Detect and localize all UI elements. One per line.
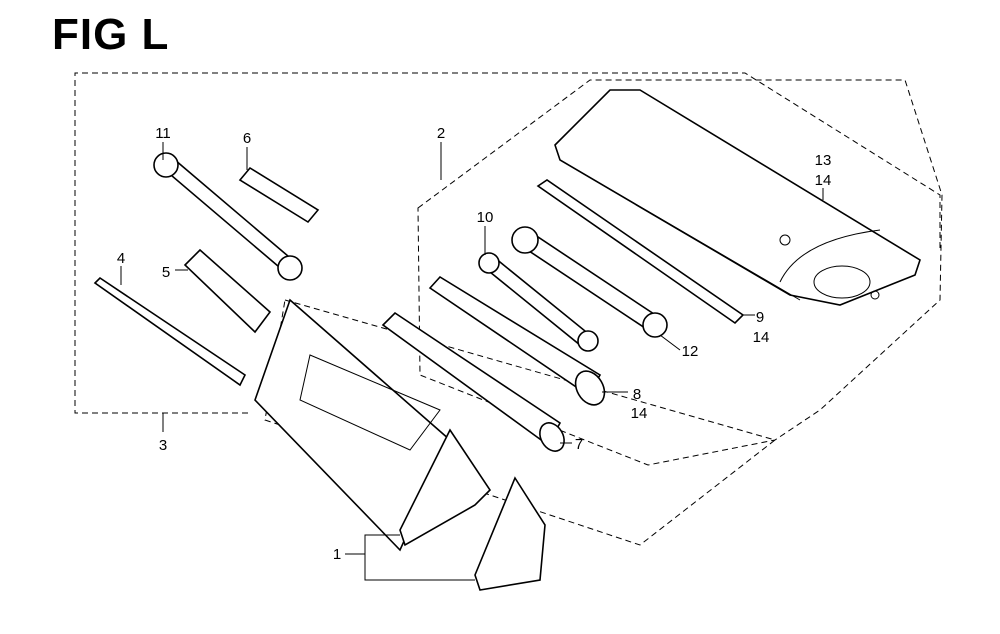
callout-10: 10 <box>477 209 494 226</box>
callout-8: 8 <box>633 386 641 403</box>
callout-4: 4 <box>117 250 125 267</box>
tool-case <box>254 298 546 591</box>
callout-13: 13 <box>815 152 832 169</box>
box-spanner-8 <box>428 275 606 406</box>
figure-title: FIG L <box>52 10 170 59</box>
callout-7: 7 <box>575 436 583 453</box>
callout-14-spanner: 14 <box>631 405 648 422</box>
tool-bag <box>554 89 921 306</box>
callout-2: 2 <box>437 125 445 142</box>
callout-3: 3 <box>159 437 167 454</box>
screwdriver-bit <box>238 166 320 224</box>
callout-11: 11 <box>155 125 171 142</box>
screwdriver-handle <box>183 248 272 334</box>
case-outline <box>264 299 777 546</box>
callout-14-rod: 14 <box>753 329 770 346</box>
wrench-10 <box>478 252 599 352</box>
tool-kit-outline <box>74 72 941 414</box>
callout-6: 6 <box>243 130 251 147</box>
box-spanner-7 <box>381 311 565 452</box>
callout-1: 1 <box>333 546 341 563</box>
screwdriver-shaft <box>93 276 247 387</box>
wrench-12 <box>511 226 668 338</box>
leader-12 <box>659 334 681 351</box>
wrench-11 <box>153 152 303 281</box>
callout-9: 9 <box>756 309 764 326</box>
callout-12: 12 <box>682 343 699 360</box>
leader-1 <box>364 534 475 581</box>
callout-14-bag: 14 <box>815 172 832 189</box>
callout-5: 5 <box>162 264 170 281</box>
